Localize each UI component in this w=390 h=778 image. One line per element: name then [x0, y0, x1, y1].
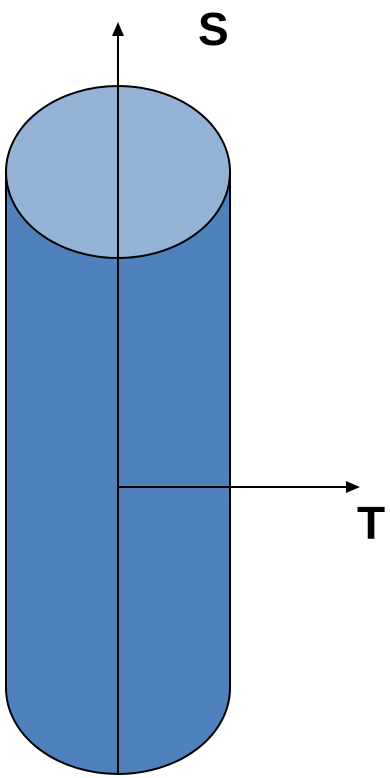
horizontal-axis-label: T: [357, 500, 385, 546]
vertical-axis-label: S: [198, 6, 229, 52]
